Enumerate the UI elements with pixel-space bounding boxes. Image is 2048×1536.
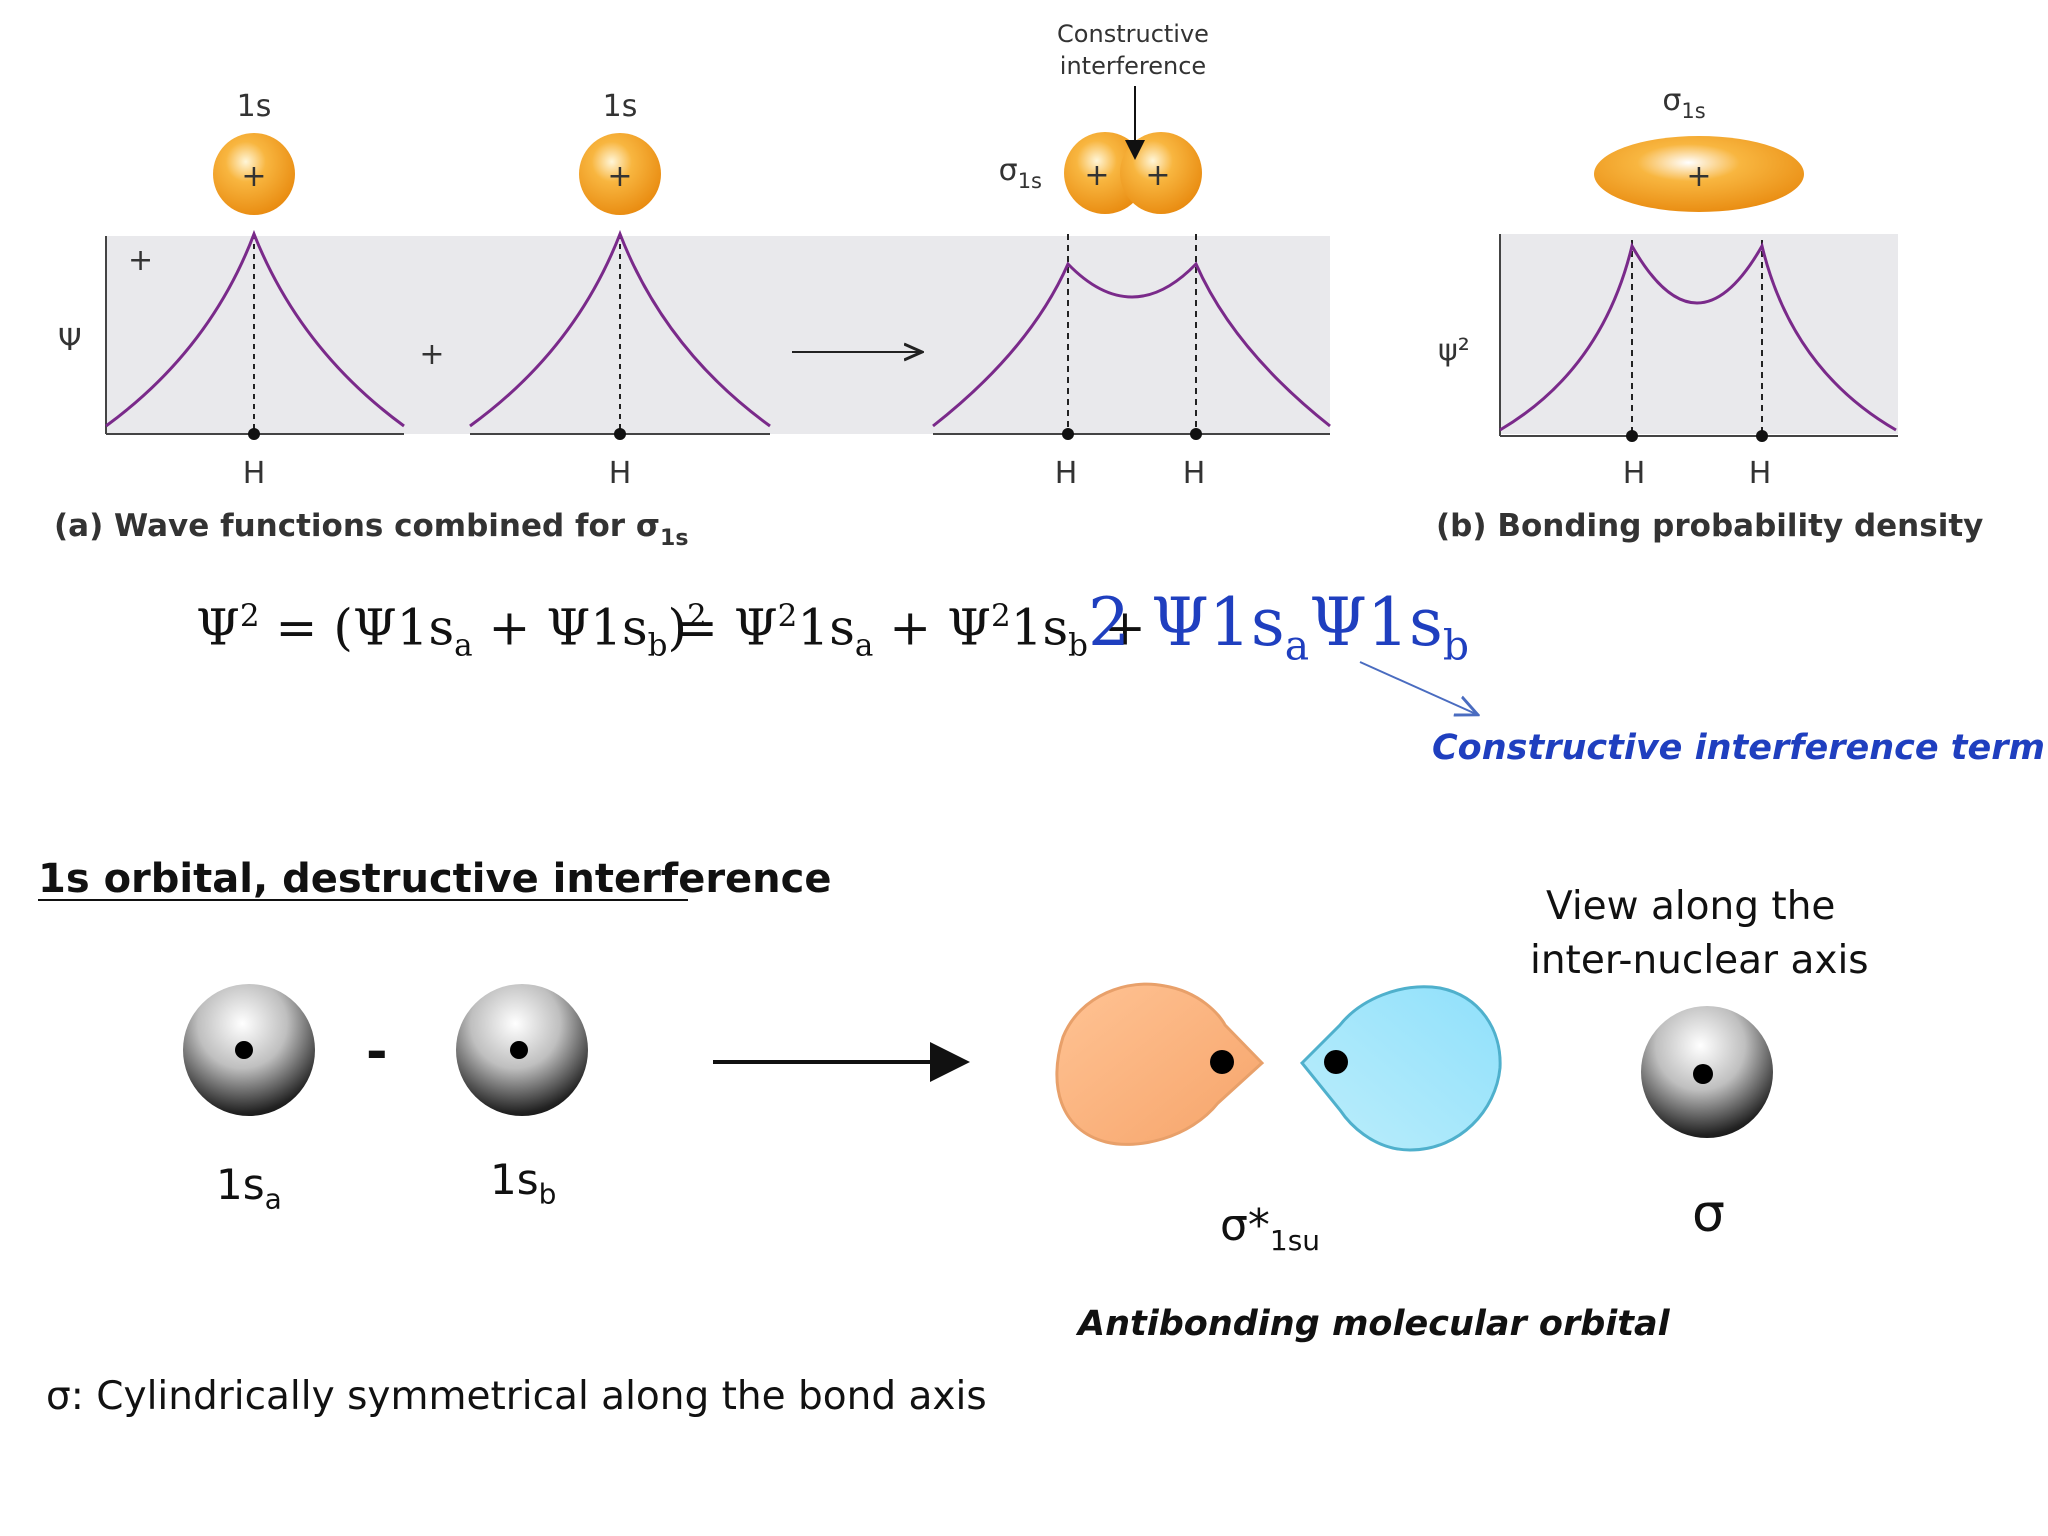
nucleus-dot-4 — [1190, 428, 1202, 440]
panel-a-background — [106, 236, 1330, 434]
panel-b-background — [1500, 234, 1898, 434]
probability-density-curve — [1499, 241, 1897, 432]
bonding-orbital-ellipse — [1594, 136, 1804, 212]
orbital-plus-sign-2: + — [607, 159, 632, 194]
panel-b: ψ² H H + σ1s (b) Bonding probability den… — [1436, 83, 1983, 544]
nucleus-label-2: H — [609, 456, 632, 491]
panel-a-axis-plus: + — [128, 243, 153, 278]
panel-a-axis-label: Ψ — [58, 323, 82, 358]
antibonding-caption: Antibonding molecular orbital — [1078, 1304, 1670, 1344]
equation-rhs: = Ψ21sa + Ψ21sb + — [676, 598, 1146, 664]
combined-wavefunction-curve — [932, 261, 1331, 428]
minus-sign: - — [366, 1022, 388, 1082]
bonding-orbital-plus: + — [1686, 159, 1711, 194]
nucleus-1sb — [510, 1041, 528, 1059]
sigma-symbol: σ — [1692, 1184, 1725, 1244]
footer-note: σ: Cylindrically symmetrical along the b… — [46, 1374, 987, 1419]
destructive-heading: 1s orbital, destructive interference — [38, 856, 832, 902]
orbital-1s-sphere-2 — [579, 133, 661, 215]
nucleus-label-4: H — [1183, 456, 1206, 491]
antibonding-nucleus-right — [1324, 1050, 1348, 1074]
orbital-label-1s-2: 1s — [603, 89, 638, 124]
panel-b-nucleus-dot-1 — [1626, 430, 1638, 442]
orbital-plus-sign-1: + — [241, 159, 266, 194]
panel-b-nucleus-dot-2 — [1756, 430, 1768, 442]
caption-b: (b) Bonding probability density — [1436, 508, 1983, 544]
panel-b-axis-label: ψ² — [1438, 333, 1470, 368]
panel-b-nucleus-label-2: H — [1749, 456, 1772, 491]
constructive-interference-label-line1: Constructive — [1057, 20, 1209, 48]
nucleus-dot-3 — [1062, 428, 1074, 440]
label-1sa: 1sa — [216, 1160, 282, 1216]
panel-b-nucleus-label-1: H — [1623, 456, 1646, 491]
sigma-star-label: σ*1su — [1220, 1200, 1321, 1257]
wavefunction-curve-1 — [105, 229, 405, 428]
panel-a: + Ψ H + 1s + H + 1s H H + + σ1 — [54, 20, 1331, 551]
view-label-line1: View along the — [1546, 884, 1836, 929]
constructive-term-annotation: Constructive interference term — [1432, 728, 2045, 768]
axis-view-nucleus — [1693, 1064, 1713, 1084]
constructive-interference-label-line2: interference — [1060, 52, 1206, 80]
orbital-label-1s-1: 1s — [237, 89, 272, 124]
overlap-plus-right: + — [1145, 158, 1170, 193]
sigma-1s-label-a: σ1s — [999, 153, 1042, 193]
nucleus-dot-1 — [248, 428, 260, 440]
antibonding-lobe-blue — [1299, 985, 1502, 1152]
view-label-line2: inter-nuclear axis — [1530, 938, 1869, 983]
wavefunction-curve-2 — [469, 229, 771, 428]
caption-a: (a) Wave functions combined for σ1s — [54, 508, 688, 551]
nucleus-dot-2 — [614, 428, 626, 440]
sigma-1s-label-b: σ1s — [1662, 83, 1705, 123]
equation-lhs: Ψ2 = (Ψ1sa + Ψ1sb)2 — [196, 598, 707, 664]
antibonding-lobe-orange — [1055, 982, 1265, 1146]
constructive-term: 2 Ψ1saΨ1sb — [1088, 584, 1470, 670]
label-1sb: 1sb — [490, 1155, 557, 1211]
between-plus-sign: + — [419, 337, 444, 372]
nucleus-label-1: H — [243, 456, 266, 491]
nucleus-label-3: H — [1055, 456, 1078, 491]
overlap-plus-left: + — [1084, 158, 1109, 193]
orbital-1s-sphere-1 — [213, 133, 295, 215]
antibonding-nucleus-left — [1210, 1050, 1234, 1074]
interference-term-arrow — [1359, 661, 1476, 714]
nucleus-1sa — [235, 1041, 253, 1059]
